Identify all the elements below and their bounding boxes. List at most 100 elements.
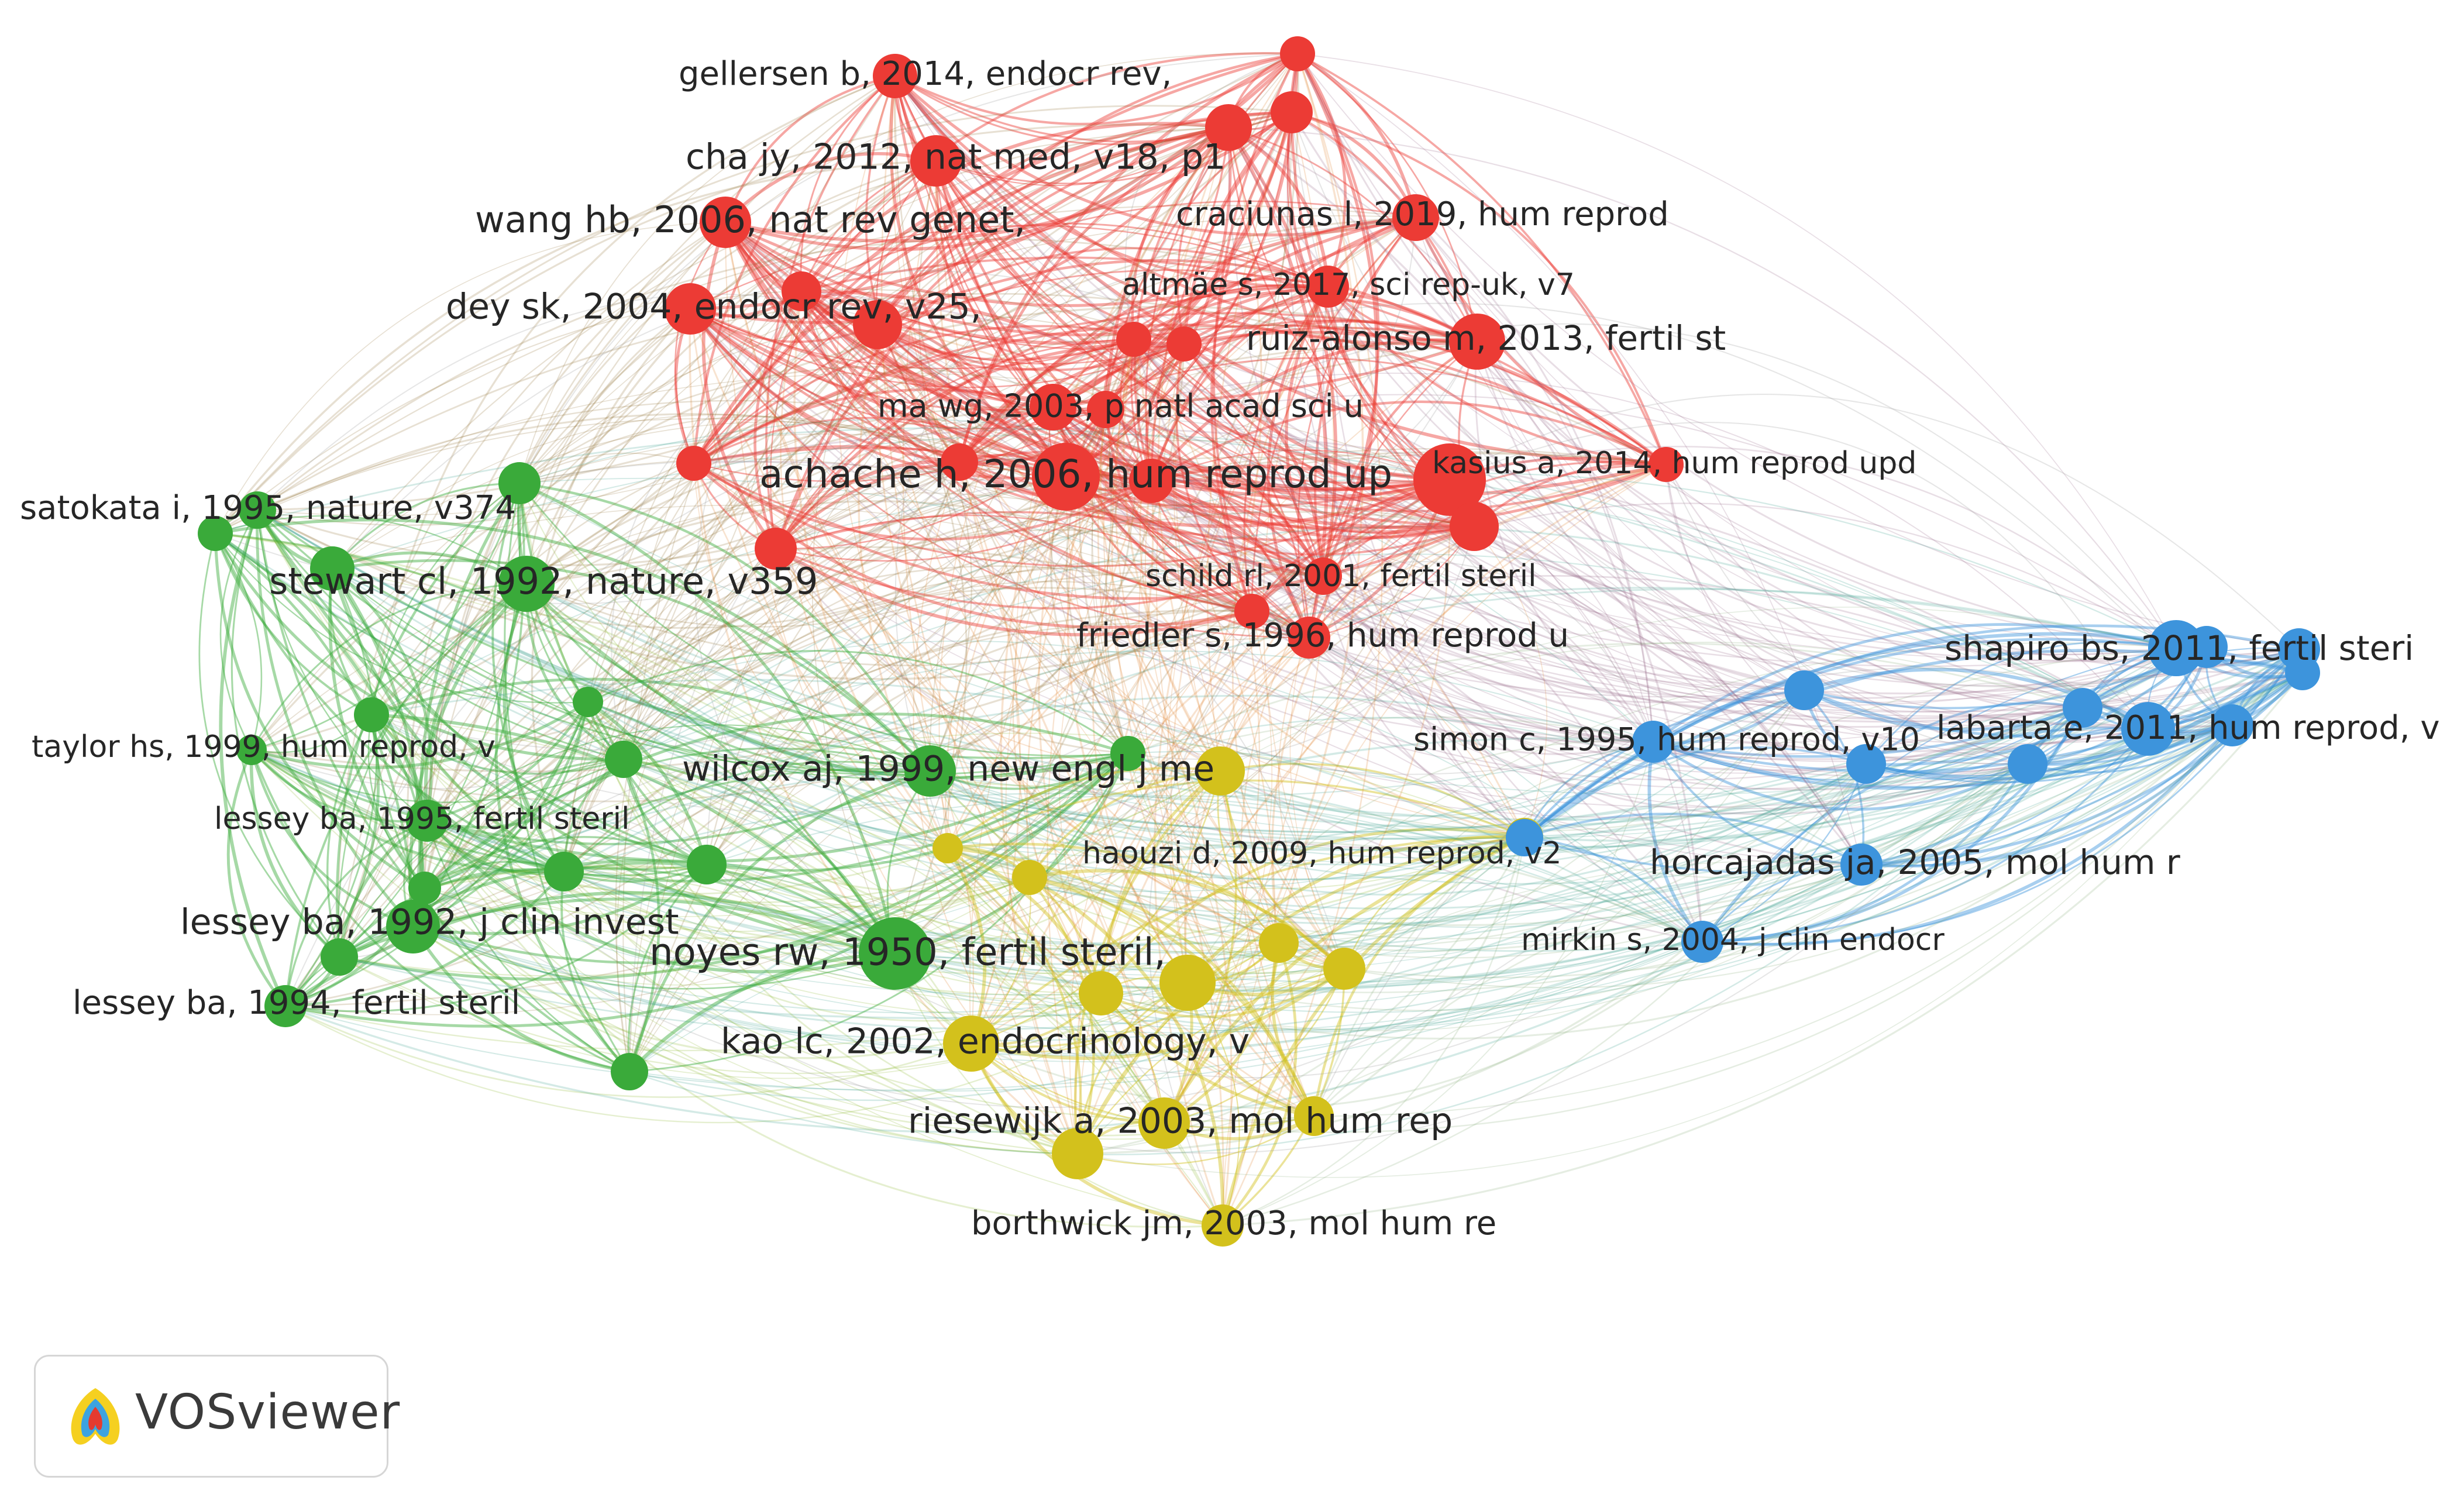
node-extra-8[interactable]	[676, 446, 711, 481]
node-label[interactable]: wilcox aj, 1999, new engl j me	[682, 749, 1214, 790]
node-label[interactable]: ruiz-alonso m, 2013, fertil st	[1246, 318, 1726, 358]
node-extra-42[interactable]	[1506, 819, 1543, 856]
node-27[interactable]	[1840, 844, 1883, 886]
node-label[interactable]: dey sk, 2004, endocr rev, v25,	[446, 287, 982, 328]
node-9[interactable]	[1649, 447, 1684, 482]
node-17[interactable]	[386, 900, 440, 953]
node-extra-11[interactable]	[1413, 443, 1486, 516]
node-label[interactable]: lessey ba, 1995, fertil steril	[214, 801, 629, 836]
node-13[interactable]	[498, 556, 555, 612]
node-extra-31[interactable]	[1323, 948, 1365, 990]
node-extra-43[interactable]	[2063, 688, 2102, 728]
node-label[interactable]: taylor hs, 1999, hum reprod, v	[32, 729, 495, 765]
node-10[interactable]	[1305, 557, 1342, 595]
node-label[interactable]: shapiro bs, 2011, fertil steri	[1945, 628, 2414, 668]
node-extra-35[interactable]	[932, 833, 963, 863]
node-22[interactable]	[1138, 1097, 1190, 1149]
node-extra-3[interactable]	[782, 271, 821, 311]
node-3[interactable]	[1392, 194, 1439, 241]
node-extra-12[interactable]	[1450, 502, 1499, 551]
node-label[interactable]: schild rl, 2001, fertil steril	[1145, 559, 1537, 594]
node-4[interactable]	[1307, 266, 1349, 308]
node-15[interactable]	[904, 745, 956, 797]
node-extra-39[interactable]	[2186, 626, 2228, 668]
node-6[interactable]	[1449, 314, 1505, 370]
node-extra-5[interactable]	[1116, 322, 1151, 357]
node-extra-1[interactable]	[1205, 104, 1252, 151]
node-label[interactable]: borthwick jm, 2003, mol hum re	[971, 1204, 1496, 1242]
node-label[interactable]: horcajadas ja, 2005, mol hum r	[1650, 842, 2180, 882]
node-label[interactable]: riesewijk a, 2003, mol hum rep	[908, 1101, 1453, 1142]
node-label[interactable]: labarta e, 2011, hum reprod, v	[1936, 709, 2439, 747]
node-extra-6[interactable]	[1166, 326, 1202, 362]
node-extra-14[interactable]	[1129, 459, 1174, 503]
node-extra-41[interactable]	[2285, 655, 2320, 690]
node-label[interactable]: simon c, 1995, hum reprod, v10	[1413, 721, 1920, 758]
node-2[interactable]	[700, 197, 751, 248]
node-extra-28[interactable]	[1159, 955, 1216, 1011]
node-label[interactable]: satokata i, 1995, nature, v374	[20, 489, 516, 527]
node-extra-32[interactable]	[1052, 1128, 1103, 1179]
node-16[interactable]	[406, 800, 448, 842]
node-label[interactable]: craciunas l, 2019, hum reprod	[1176, 195, 1669, 233]
node-label[interactable]: mirkin s, 2004, j clin endocr	[1521, 922, 1945, 958]
node-extra-2[interactable]	[1271, 91, 1313, 133]
node-extra-13[interactable]	[1234, 594, 1269, 629]
node-extra-44[interactable]	[2211, 704, 2253, 746]
node-1[interactable]	[910, 135, 962, 187]
node-18[interactable]	[859, 917, 931, 990]
node-extra-38[interactable]	[2008, 744, 2047, 784]
node-extra-23[interactable]	[611, 1053, 648, 1090]
node-25[interactable]	[1632, 721, 1674, 763]
node-label[interactable]: lessey ba, 1992, j clin invest	[180, 902, 679, 943]
node-5[interactable]	[665, 283, 716, 335]
node-label[interactable]: noyes rw, 1950, fertil steril,	[649, 931, 1166, 975]
node-extra-22[interactable]	[321, 938, 358, 976]
node-label[interactable]: kao lc, 2002, endocrinology, v	[721, 1021, 1250, 1062]
node-extra-29[interactable]	[1079, 971, 1123, 1015]
node-extra-10[interactable]	[1087, 391, 1124, 428]
node-26[interactable]	[2121, 702, 2175, 756]
node-label[interactable]: kasius a, 2014, hum reprod upd	[1432, 446, 1916, 481]
node-label[interactable]: wang hb, 2006, nat rev genet,	[475, 198, 1025, 241]
node-extra-15[interactable]	[498, 462, 541, 504]
node-extra-18[interactable]	[354, 697, 389, 732]
node-label[interactable]: stewart cl, 1992, nature, v359	[269, 560, 818, 603]
node-28[interactable]	[1681, 921, 1723, 963]
node-extra-19[interactable]	[605, 741, 642, 778]
node-23[interactable]	[1202, 1204, 1244, 1247]
node-label[interactable]: achache h, 2006, hum reprod up	[759, 452, 1392, 497]
node-label[interactable]: haouzi d, 2009, hum reprod, v2	[1082, 836, 1562, 871]
node-label[interactable]: gellersen b, 2014, endocr rev,	[679, 55, 1172, 93]
node-0[interactable]	[873, 54, 917, 98]
node-extra-9[interactable]	[755, 528, 797, 570]
node-extra-17[interactable]	[310, 546, 355, 591]
node-label[interactable]: altmäe s, 2017, sci rep-uk, v7	[1122, 267, 1575, 302]
node-label[interactable]: cha jy, 2012, nat med, v18, p1	[686, 137, 1226, 178]
node-label[interactable]: ma wg, 2003, p natl acad sci u	[877, 388, 1364, 425]
node-extra-36[interactable]	[1784, 670, 1824, 710]
node-extra-16[interactable]	[198, 516, 233, 551]
node-8[interactable]	[1032, 443, 1100, 511]
node-extra-26[interactable]	[573, 687, 603, 717]
node-label[interactable]: lessey ba, 1994, fertil steril	[73, 984, 520, 1022]
node-extra-0[interactable]	[1280, 36, 1315, 71]
node-extra-21[interactable]	[687, 845, 727, 884]
node-11[interactable]	[1288, 617, 1330, 659]
node-21[interactable]	[943, 1015, 999, 1072]
node-19[interactable]	[264, 985, 307, 1027]
node-7[interactable]	[1030, 384, 1076, 431]
node-extra-25[interactable]	[408, 872, 441, 904]
node-extra-30[interactable]	[1259, 923, 1299, 963]
node-extra-20[interactable]	[544, 852, 584, 891]
node-extra-37[interactable]	[1846, 744, 1886, 784]
node-extra-4[interactable]	[853, 300, 902, 349]
node-extra-24[interactable]	[1110, 736, 1145, 771]
node-14[interactable]	[236, 735, 267, 765]
node-extra-34[interactable]	[1012, 860, 1047, 895]
node-label[interactable]: friedler s, 1996, hum reprod u	[1076, 617, 1569, 655]
node-12[interactable]	[239, 491, 276, 529]
node-extra-33[interactable]	[1294, 1096, 1334, 1136]
node-extra-27[interactable]	[1196, 746, 1245, 796]
node-extra-7[interactable]	[941, 443, 978, 481]
